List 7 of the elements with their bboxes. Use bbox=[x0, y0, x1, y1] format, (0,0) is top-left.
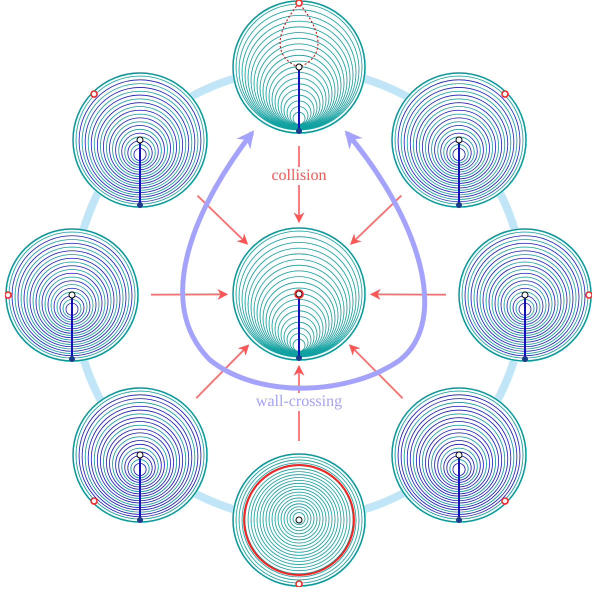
arrow bbox=[151, 288, 228, 300]
arrow bbox=[196, 195, 248, 245]
arrow bbox=[348, 344, 404, 399]
arrow bbox=[180, 130, 427, 391]
arrow bbox=[196, 344, 250, 399]
arrow bbox=[350, 194, 402, 245]
arrow bbox=[370, 288, 446, 300]
